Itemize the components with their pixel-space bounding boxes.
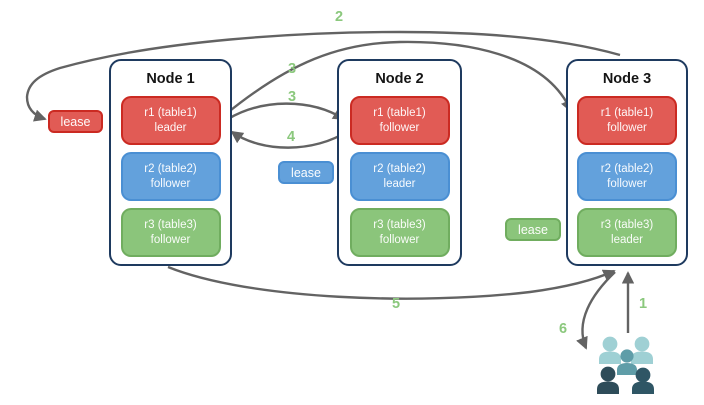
replica-name: r1 (table1)	[373, 106, 426, 119]
replica-role: follower	[607, 177, 647, 190]
node2-replica-r2: r2 (table2) leader	[349, 152, 450, 201]
replica-name: r2 (table2)	[373, 162, 426, 175]
node3-replica-r3: r3 (table3) leader	[577, 208, 677, 257]
node-3-title: Node 3	[602, 71, 652, 87]
arrow-label-3a: 3	[287, 61, 297, 77]
replica-role: leader	[611, 233, 643, 246]
lease-badge-red: lease	[48, 110, 103, 133]
node1-replica-r3: r3 (table3) follower	[120, 208, 221, 257]
lease-badge-blue: lease	[278, 161, 334, 184]
arrow-step5-forward	[167, 265, 616, 300]
node3-replica-r1: r1 (table1) follower	[577, 96, 677, 145]
node1-replica-r2: r2 (table2) follower	[120, 152, 221, 201]
replica-name: r3 (table3)	[373, 218, 426, 231]
replica-name: r2 (table2)	[600, 162, 654, 175]
replica-role: follower	[607, 121, 647, 134]
node1-replica-r1: r1 (table1) leader	[120, 96, 221, 145]
replica-role: follower	[150, 177, 191, 190]
lease-badge-green: lease	[505, 218, 561, 241]
person-icon	[597, 366, 619, 394]
clients-group-icon	[597, 336, 654, 394]
arrow-label-6: 6	[558, 321, 568, 337]
arrow-step3-to-node2	[227, 102, 346, 121]
replica-role: follower	[379, 121, 420, 134]
node3-replica-r2: r2 (table2) follower	[577, 152, 677, 201]
replica-role: leader	[383, 177, 416, 190]
node-2-title: Node 2	[375, 71, 424, 87]
person-icon	[631, 336, 653, 364]
person-icon	[599, 336, 621, 364]
node2-replica-r1: r1 (table1) follower	[349, 96, 450, 145]
node-1-panel: Node 1 r1 (table1) leader r2 (table2) fo…	[109, 59, 232, 266]
replica-name: r3 (table3)	[600, 218, 654, 231]
node-2-panel: Node 2 r1 (table1) follower r2 (table2) …	[337, 59, 462, 266]
arrow-label-4: 4	[286, 129, 296, 145]
replica-name: r2 (table2)	[144, 162, 197, 175]
replica-name: r3 (table3)	[144, 218, 197, 231]
replica-role: follower	[379, 233, 420, 246]
arrow-label-5: 5	[391, 296, 401, 312]
arrow-label-3b: 3	[287, 89, 297, 105]
node-1-title: Node 1	[146, 71, 195, 87]
replica-name: r1 (table1)	[144, 106, 197, 119]
node2-replica-r3: r3 (table3) follower	[349, 208, 450, 257]
arrow-label-2: 2	[334, 9, 344, 25]
replica-role: leader	[154, 121, 187, 134]
person-icon	[617, 349, 637, 375]
replica-name: r1 (table1)	[600, 106, 654, 119]
person-icon	[632, 367, 654, 394]
replica-role: follower	[150, 233, 191, 246]
node-3-panel: Node 3 r1 (table1) follower r2 (table2) …	[566, 59, 688, 266]
arrow-label-1: 1	[638, 296, 648, 312]
